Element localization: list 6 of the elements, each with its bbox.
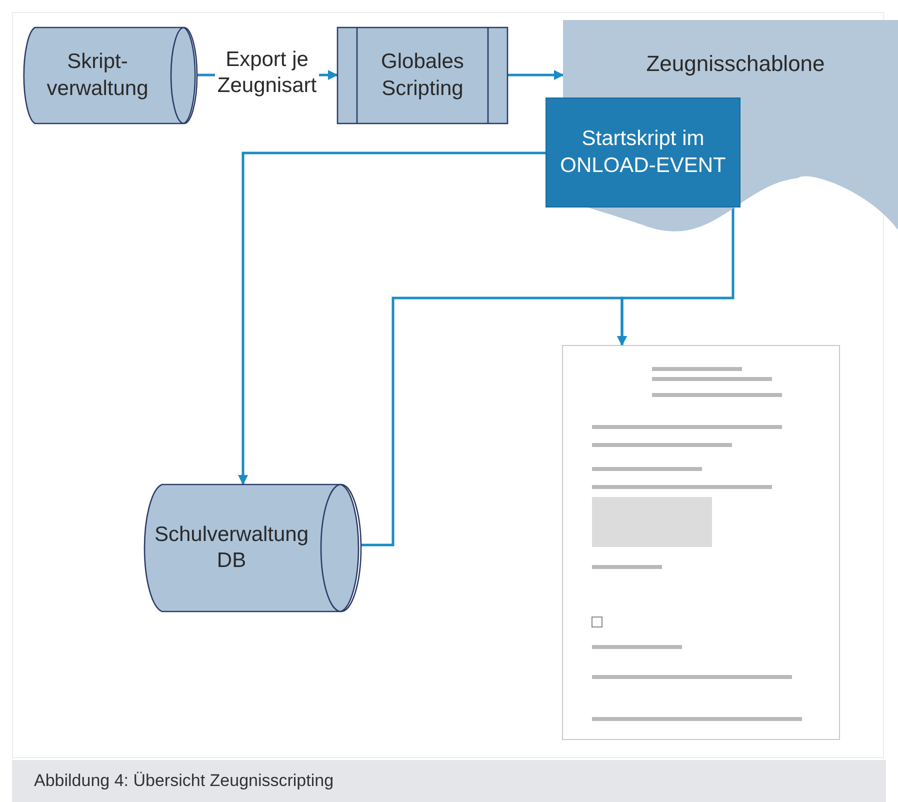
node-label: Schulverwaltung DB bbox=[153, 522, 310, 574]
node-label: Skript- verwaltung bbox=[46, 49, 150, 102]
node-label: Startskript im ONLOAD-EVENT bbox=[559, 126, 727, 178]
caption: Abbildung 4: Übersicht Zeugnisscripting bbox=[12, 760, 886, 802]
node-label: Globales Scripting bbox=[380, 49, 465, 102]
node-label: Zeugnisschablone bbox=[646, 50, 825, 78]
